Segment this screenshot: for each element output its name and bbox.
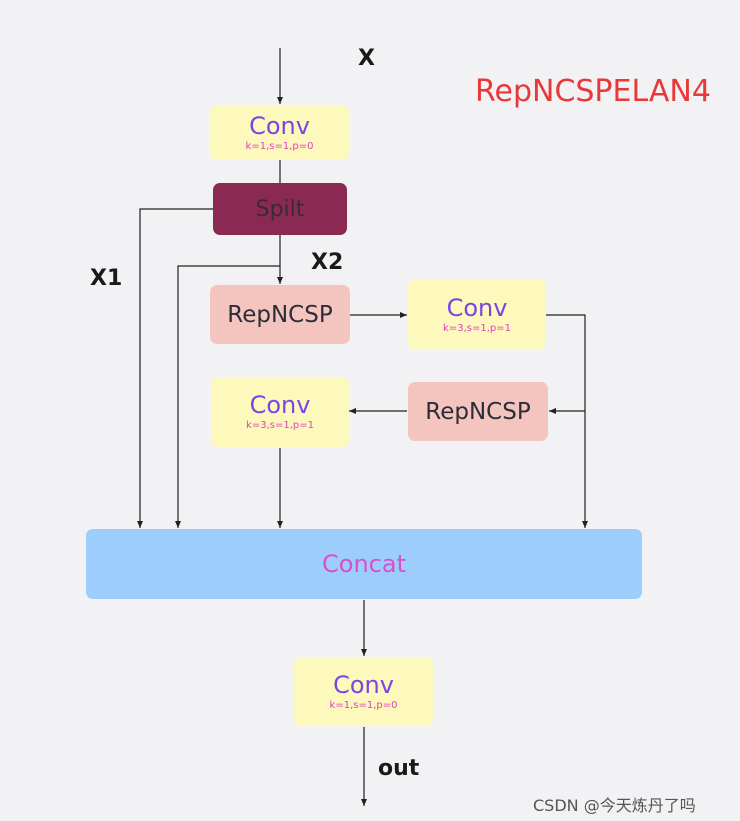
repncsp-2-label: RepNCSP [425,398,531,425]
x2-label: X2 [311,250,344,275]
diagram-title: RepNCSPELAN4 [475,74,711,109]
conv-input-label: Conv [249,111,310,140]
split-label: Spilt [255,196,305,222]
conv-input-node: Conv k=1,s=1,p=0 [210,105,349,160]
conv-input-params: k=1,s=1,p=0 [245,140,314,152]
conv-2-label: Conv [249,391,311,419]
x1-label: X1 [90,266,123,291]
line-conv-right [546,314,588,528]
input-label: X [358,46,375,71]
conv-output-label: Conv [333,670,394,699]
concat-label: Concat [322,550,406,578]
conv-2-params: k=3,s=1,p=1 [246,420,314,431]
repncsp-node-2: RepNCSP [408,382,548,441]
split-node: Spilt [213,183,347,235]
repncsp-node-1: RepNCSP [210,285,350,344]
arrow-x2-to-concat [175,265,280,528]
conv-output-node: Conv k=1,s=1,p=0 [294,657,433,726]
conv-1-label: Conv [446,294,508,322]
repncsp-1-label: RepNCSP [227,301,333,328]
conv-node-2: Conv k=3,s=1,p=1 [211,377,349,447]
conv-output-params: k=1,s=1,p=0 [329,699,398,711]
output-label: out [378,756,420,781]
concat-node: Concat [86,529,642,599]
watermark: CSDN @今天炼丹了吗 [533,796,696,815]
conv-1-params: k=3,s=1,p=1 [443,323,511,334]
arrow-x1-to-concat [137,208,213,528]
conv-node-1: Conv k=3,s=1,p=1 [408,280,546,350]
